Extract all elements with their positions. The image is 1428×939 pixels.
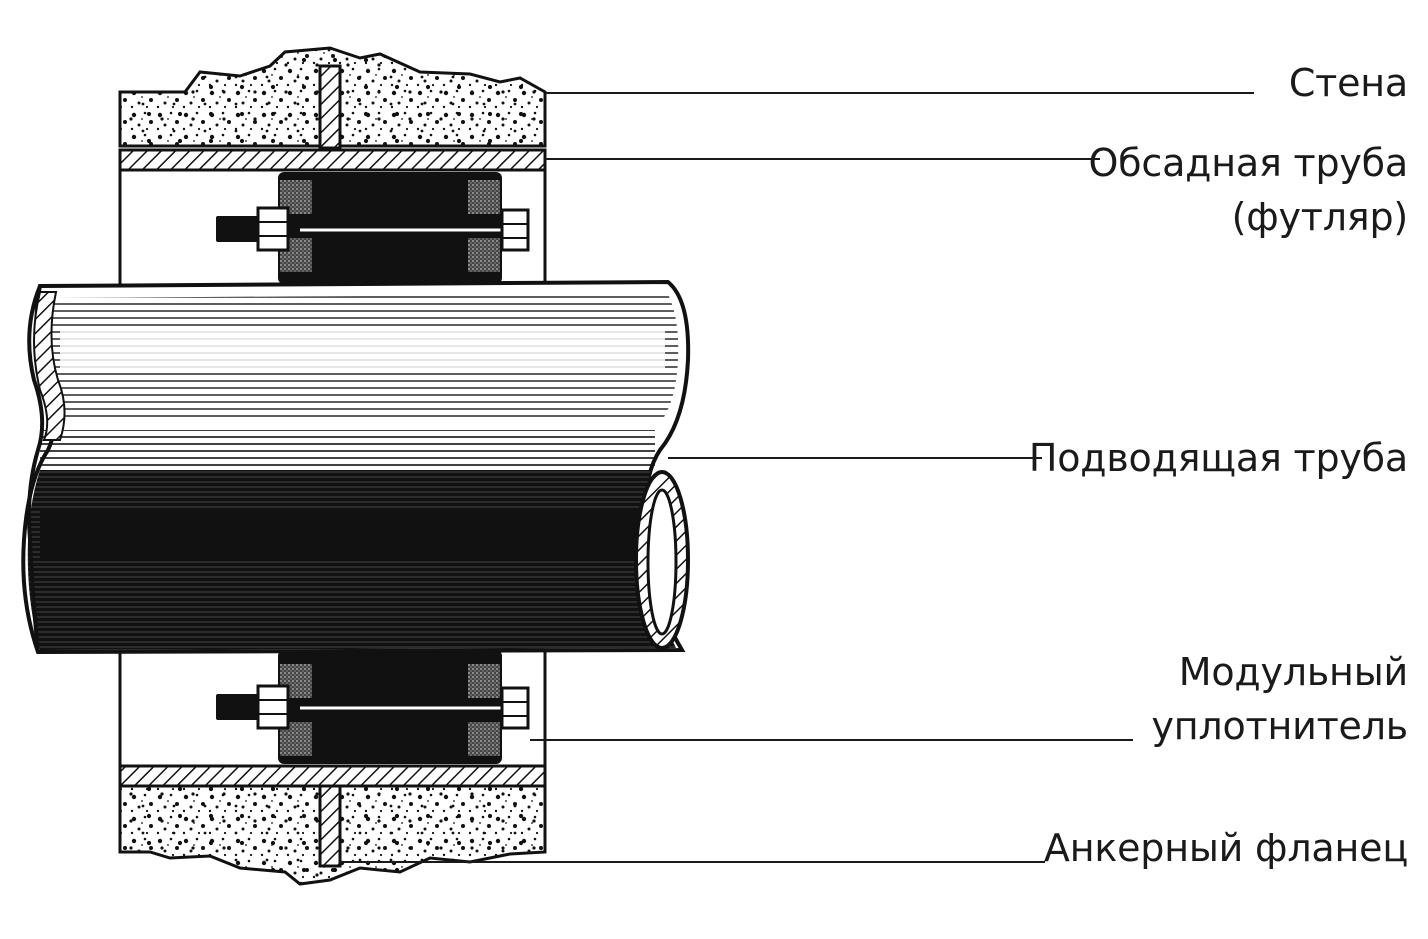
upper-anchor-flange	[318, 64, 342, 150]
lower-modular-seal	[216, 650, 530, 764]
lower-anchor-flange	[318, 784, 342, 868]
casing-pipe	[118, 148, 547, 788]
label-wall: Стена	[1288, 61, 1408, 105]
leader-lines	[340, 92, 1254, 863]
upper-modular-seal	[216, 172, 530, 284]
supply-pipe	[21, 279, 691, 655]
label-anchor-flange: Анкерный фланец	[1043, 826, 1408, 870]
label-casing-pipe: Обсадная труба (футляр)	[1088, 141, 1408, 239]
label-modular-seal: Модульный уплотнитель	[1151, 650, 1408, 748]
label-supply-pipe: Подводящая труба	[1028, 436, 1408, 480]
